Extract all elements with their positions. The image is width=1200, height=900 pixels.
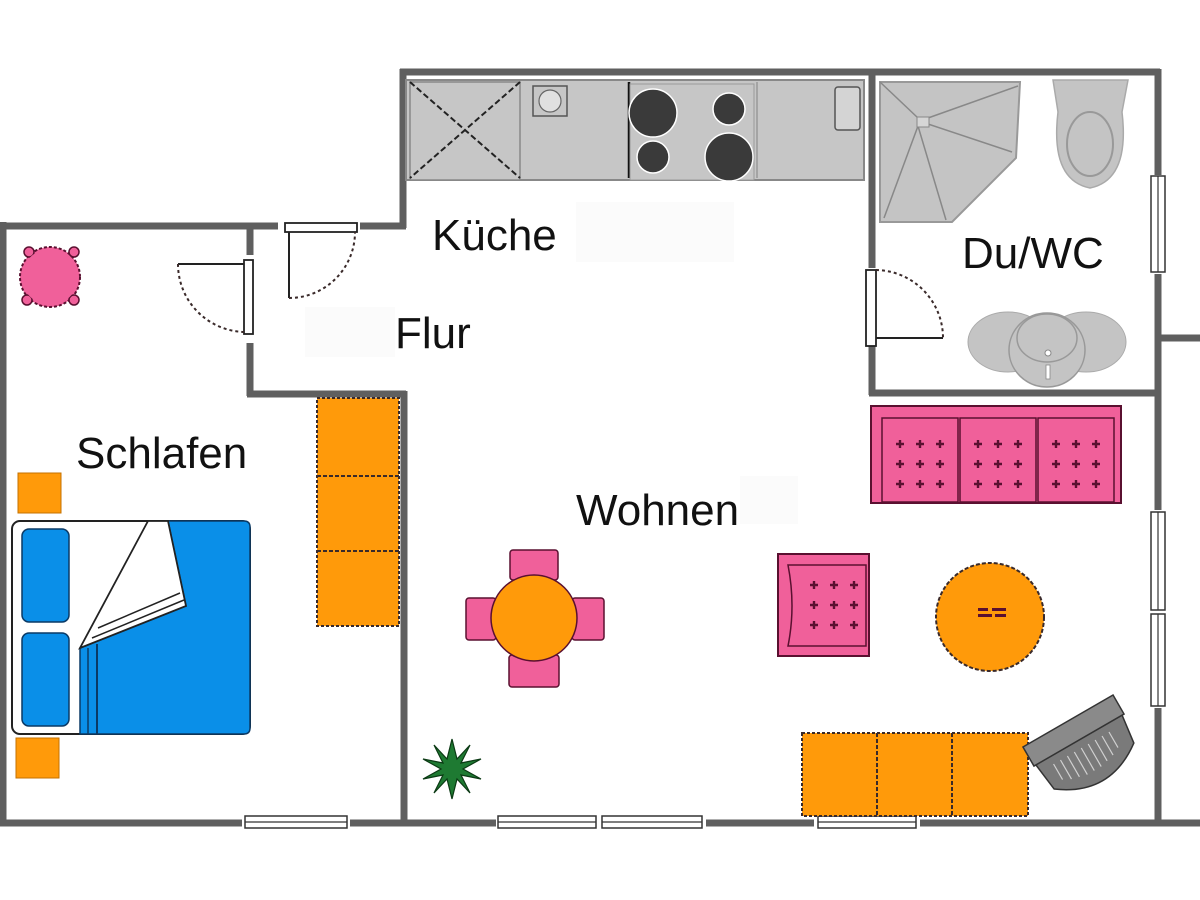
walls <box>0 68 1200 827</box>
nightstand-top-icon <box>17 472 62 514</box>
room-label-kueche: Küche <box>432 211 557 260</box>
room-label-duwc: Du/WC <box>962 229 1104 278</box>
dining-table-icon <box>465 549 605 688</box>
label-backdrop <box>305 307 395 357</box>
window-living-bottom-3 <box>817 815 917 829</box>
door-entrance <box>284 222 358 299</box>
nightstand-bottom-icon <box>15 737 60 779</box>
room-label-wohnen: Wohnen <box>576 486 739 535</box>
fridge-icon <box>409 81 521 181</box>
shower-icon <box>879 81 1022 223</box>
door-bathroom <box>865 269 944 347</box>
coffee-table-icon <box>935 562 1045 672</box>
label-backdrop <box>740 476 798 524</box>
kettle-icon <box>834 86 861 131</box>
room-label-schlafen: Schlafen <box>76 429 247 478</box>
window-living-right-2 <box>1150 613 1166 707</box>
door-bedroom <box>177 259 254 335</box>
window-bedroom-bottom <box>244 815 348 829</box>
sink-icon <box>532 85 568 117</box>
room-label-flur: Flur <box>395 309 471 358</box>
toilet-icon <box>1052 79 1129 189</box>
window-living-right-1 <box>1150 511 1166 611</box>
window-bath-right <box>1150 175 1166 273</box>
label-backdrop <box>576 202 734 262</box>
tv-icon <box>1021 693 1135 791</box>
window-living-bottom-2 <box>601 815 703 829</box>
kitchen-counter <box>405 79 865 182</box>
stove-icon <box>628 83 755 182</box>
window-living-bottom-1 <box>497 815 597 829</box>
plant-icon <box>422 738 482 800</box>
washbasin-icon <box>967 311 1127 388</box>
armchair-icon <box>777 553 870 657</box>
double-bed-icon <box>11 520 251 735</box>
stool-icon <box>19 246 81 308</box>
sofa-three-seat-icon <box>870 405 1122 504</box>
sideboard-icon <box>801 732 1029 817</box>
wardrobe-icon <box>316 397 400 627</box>
